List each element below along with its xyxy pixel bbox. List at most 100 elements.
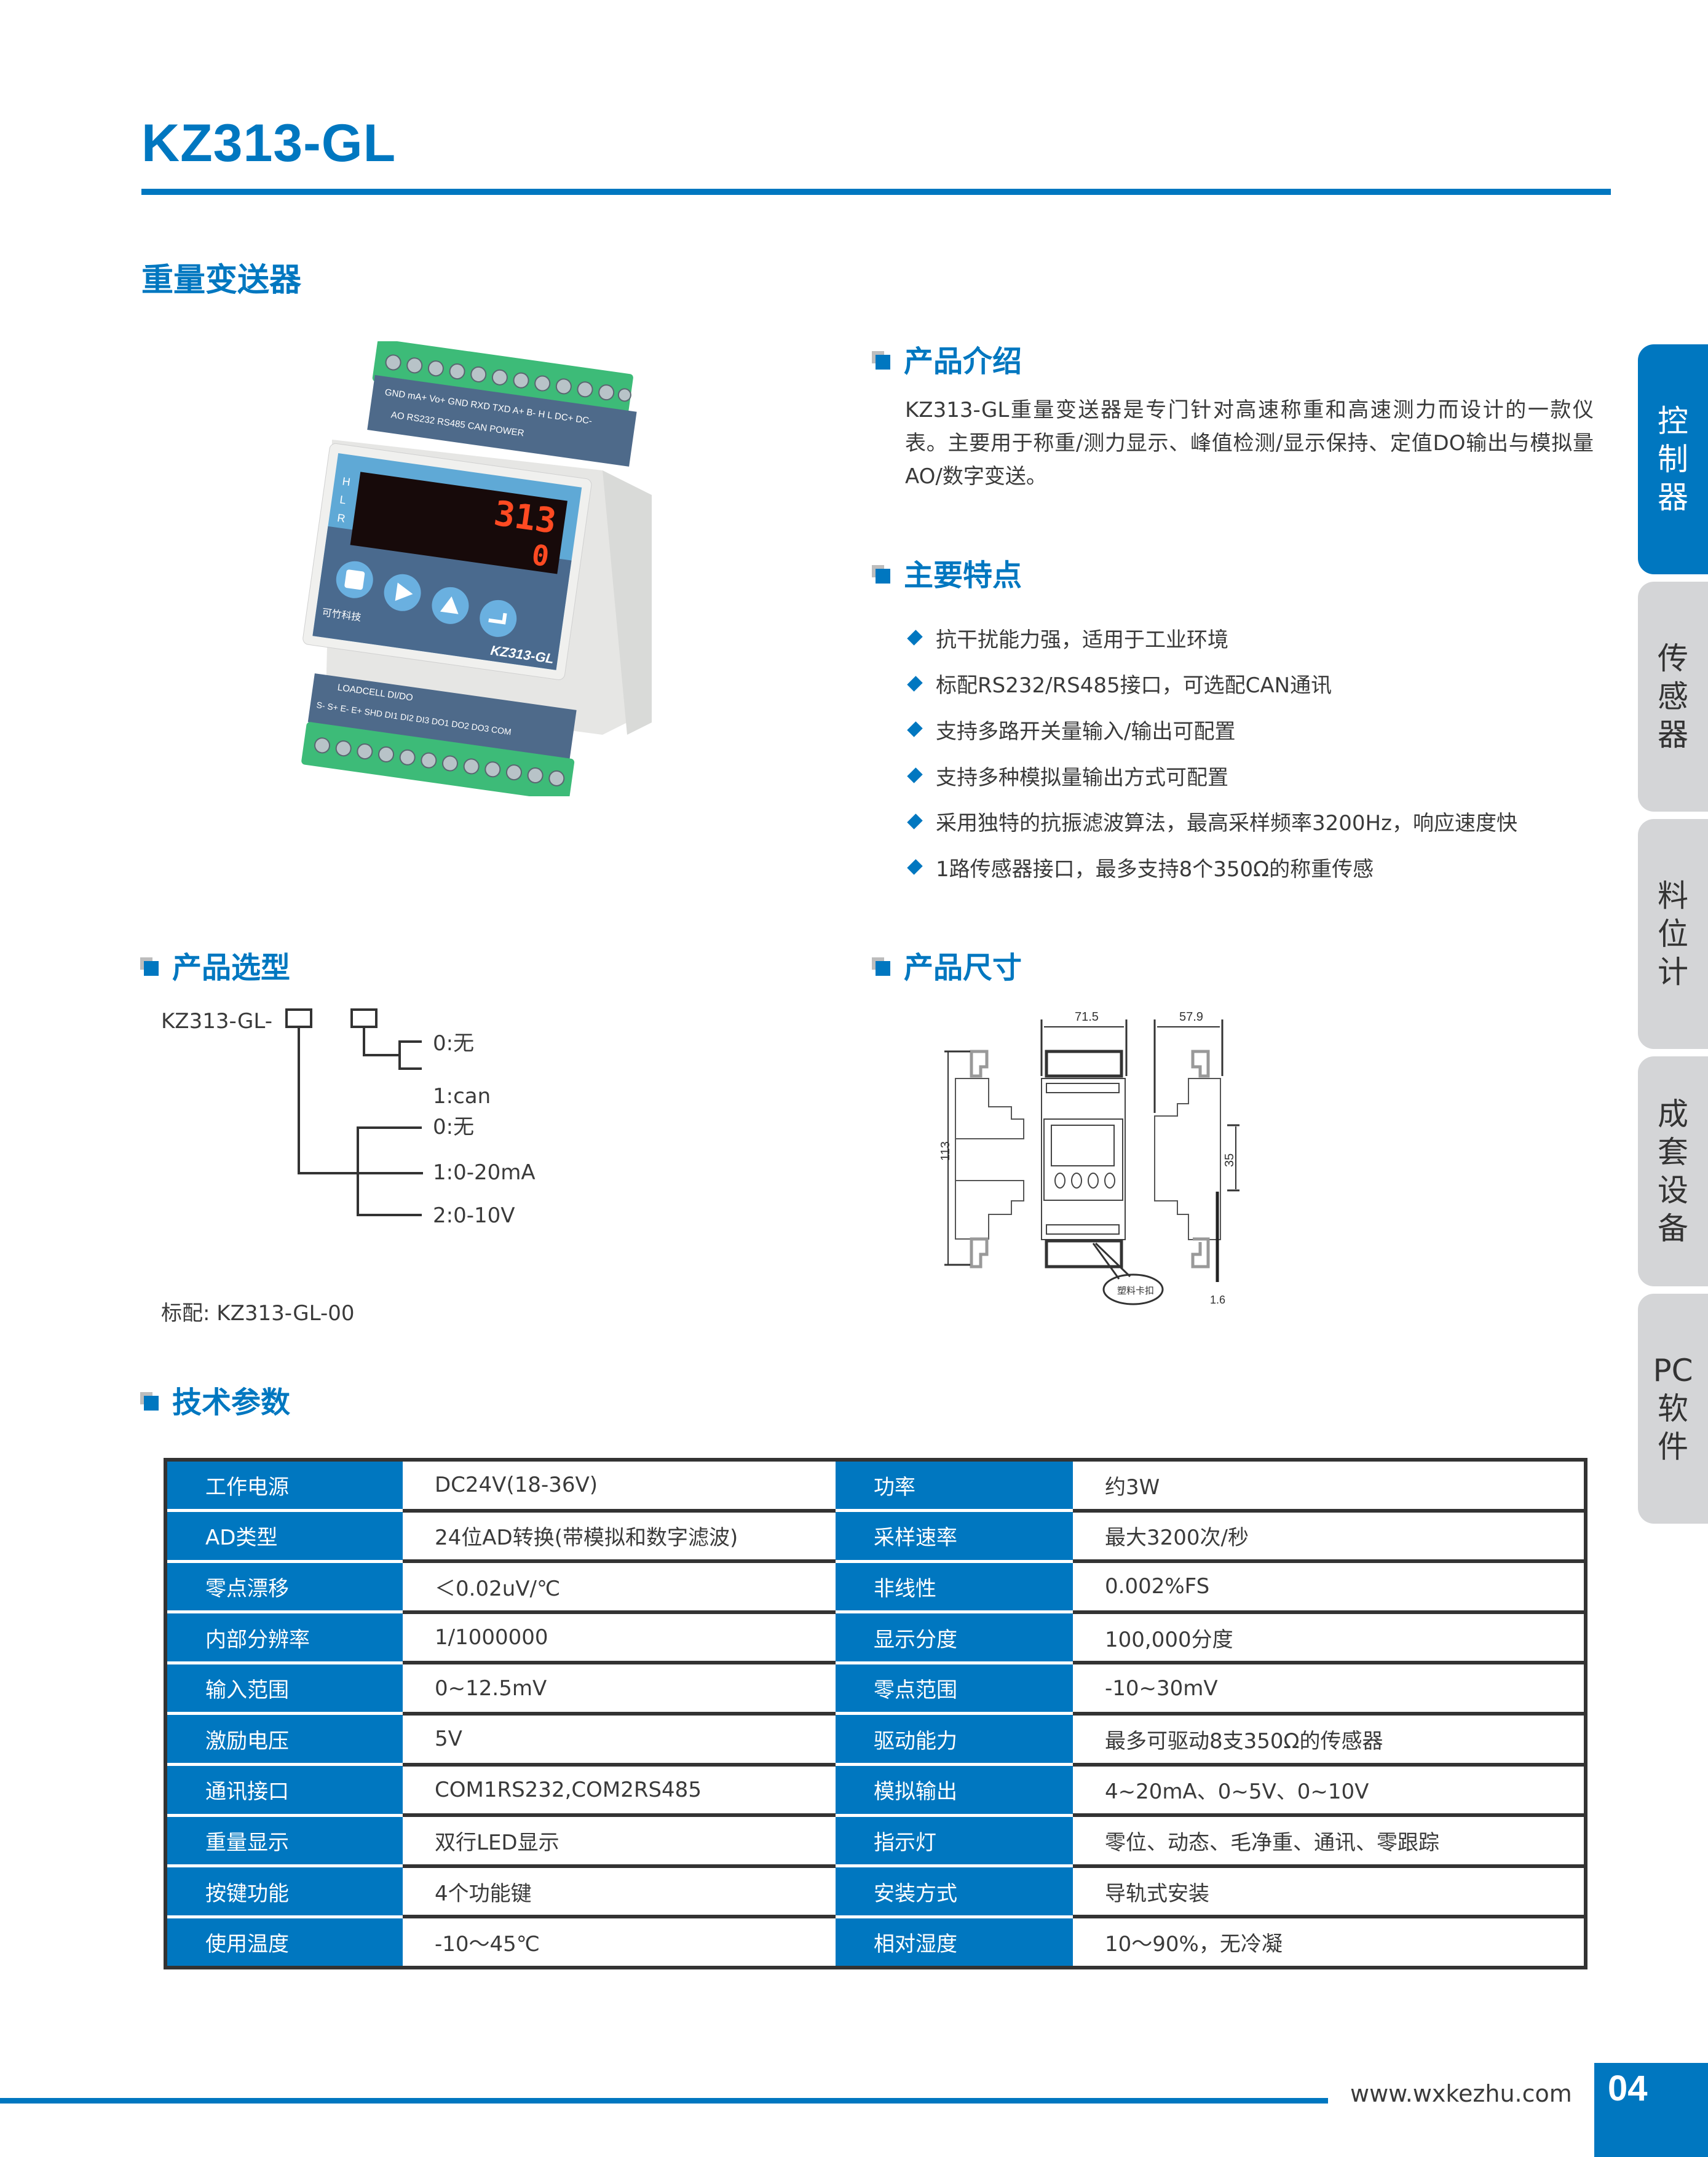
- feature-item: 标配RS232/RS485接口，可选配CAN通讯: [904, 661, 1517, 707]
- feature-item: 支持多种模拟量输出方式可配置: [904, 753, 1517, 799]
- header-rule: [141, 189, 1611, 195]
- tab-controller[interactable]: 控制器: [1638, 344, 1708, 574]
- spec-label: 模拟输出: [836, 1764, 1073, 1817]
- diamond-bullet-icon: [907, 767, 923, 783]
- tab-pc-software[interactable]: PC软件: [1638, 1294, 1708, 1524]
- feature-item: 支持多路开关量输入/输出可配置: [904, 706, 1517, 753]
- option1-value-1: 1:0-20mA: [433, 1160, 536, 1185]
- spec-label: 驱动能力: [836, 1713, 1073, 1767]
- feature-item: 采用独特的抗振滤波算法，最高采样频率3200Hz，响应速度快: [904, 798, 1517, 844]
- standard-config-value: KZ313-GL-00: [216, 1301, 355, 1326]
- standard-config-label: 标配:: [161, 1301, 210, 1326]
- page-number: 04: [1608, 2068, 1648, 2108]
- option1-value-0: 0:无: [433, 1115, 475, 1139]
- option1-box: [285, 1008, 312, 1028]
- rail-dim: 35: [1223, 1154, 1236, 1167]
- spec-value: 0~12.5mV: [403, 1663, 836, 1716]
- square-bullet-icon: [872, 351, 890, 370]
- spec-label: 采样速率: [836, 1510, 1073, 1563]
- spec-value: 零位、动态、毛净重、通讯、零跟踪: [1073, 1815, 1586, 1868]
- spec-value: 10～90%，无冷凝: [1073, 1917, 1586, 1968]
- features-heading: 主要特点: [872, 561, 1022, 590]
- website-link[interactable]: www.wxkezhu.com: [1350, 2080, 1572, 2107]
- feature-item: 1路传感器接口，最多支持8个350Ω的称重传感: [904, 844, 1517, 890]
- selection-diagram: KZ313-GL- 0:无 1:can 0:无 1:0-20mA 2:0-10V: [161, 996, 714, 1340]
- spec-label: AD类型: [165, 1510, 403, 1563]
- spec-value: -10～45℃: [403, 1917, 836, 1968]
- intro-paragraph: KZ313-GL重量变送器是专门针对高速称重和高速测力而设计的一款仪表。主要用于…: [905, 398, 1594, 489]
- model-title: KZ313-GL: [141, 114, 397, 173]
- spec-value: 1/1000000: [403, 1612, 836, 1665]
- spec-label: 通讯接口: [165, 1764, 403, 1817]
- square-bullet-icon: [872, 565, 890, 584]
- height-dim: 113: [939, 1141, 952, 1161]
- svg-text:H: H: [341, 475, 351, 489]
- svg-text:313: 313: [491, 494, 558, 542]
- tab-sensor[interactable]: 传感器: [1638, 582, 1708, 812]
- option1-value-2: 2:0-10V: [433, 1203, 515, 1228]
- features-list: 抗干扰能力强，适用于工业环境 标配RS232/RS485接口，可选配CAN通讯 …: [904, 615, 1517, 890]
- diamond-bullet-icon: [907, 813, 923, 829]
- spec-value: 4~20mA、0~5V、0~10V: [1073, 1764, 1586, 1818]
- spec-value: 5V: [403, 1713, 836, 1767]
- diamond-bullet-icon: [907, 676, 923, 692]
- spec-label: 安装方式: [836, 1866, 1073, 1918]
- selection-heading: 产品选型: [140, 951, 291, 985]
- square-bullet-icon: [872, 957, 890, 976]
- spec-value: 100,000分度: [1073, 1612, 1586, 1665]
- intro-heading: 产品介绍: [872, 347, 1022, 376]
- standard-config: 标配: KZ313-GL-00: [161, 1296, 355, 1326]
- specs-heading: 技术参数: [140, 1388, 290, 1417]
- square-bullet-icon: [140, 1392, 159, 1411]
- spec-label: 指示灯: [836, 1815, 1073, 1868]
- spec-value: 导轨式安装: [1073, 1866, 1586, 1919]
- spec-label: 内部分辨率: [165, 1612, 403, 1664]
- dimension-drawing: 113 71.5 塑料卡扣: [935, 996, 1426, 1340]
- spec-label: 功率: [836, 1460, 1073, 1513]
- product-subtitle: 重量变送器: [141, 262, 302, 299]
- spec-label: 非线性: [836, 1561, 1073, 1614]
- spec-label: 按键功能: [165, 1866, 403, 1918]
- clip-label: 塑料卡扣: [1117, 1286, 1154, 1296]
- option2-box: [350, 1008, 378, 1028]
- spec-label: 相对湿度: [836, 1917, 1073, 1968]
- spec-value: -10~30mV: [1073, 1663, 1586, 1716]
- dimensions-heading: 产品尺寸: [872, 951, 1022, 985]
- feature-item: 抗干扰能力强，适用于工业环境: [904, 615, 1517, 661]
- option2-value-1: 1:can: [433, 1084, 491, 1109]
- spec-label: 零点漂移: [165, 1561, 403, 1614]
- dimensions-heading-text: 产品尺寸: [904, 951, 1022, 985]
- spec-label: 激励电压: [165, 1713, 403, 1767]
- svg-text:L: L: [339, 493, 347, 506]
- spec-label: 显示分度: [836, 1612, 1073, 1664]
- square-bullet-icon: [140, 957, 159, 976]
- option2-value-0: 0:无: [433, 1031, 475, 1056]
- spec-value: 最大3200次/秒: [1073, 1510, 1586, 1564]
- rail-thickness-dim: 1.6: [1210, 1294, 1225, 1306]
- tab-level-meter[interactable]: 料位计: [1638, 819, 1708, 1049]
- page-number-box: [1594, 2063, 1708, 2157]
- selection-heading-text: 产品选型: [172, 951, 291, 985]
- width-dim: 71.5: [1075, 1010, 1099, 1024]
- depth-dim: 57.9: [1179, 1010, 1203, 1024]
- model-prefix: KZ313-GL-: [161, 1009, 272, 1034]
- spec-value: 双行LED显示: [403, 1815, 836, 1868]
- spec-value: 约3W: [1073, 1460, 1586, 1513]
- spec-value: 最多可驱动8支350Ω的传感器: [1073, 1713, 1586, 1767]
- tab-complete-equipment[interactable]: 成套设备: [1638, 1056, 1708, 1286]
- product-photo: GND mA+ Vo+ GND RXD TXD A+ B- H L DC+ DC…: [258, 339, 676, 802]
- spec-label: 工作电源: [165, 1460, 403, 1513]
- diamond-bullet-icon: [907, 859, 923, 875]
- spec-row: 重量显示双行LED显示指示灯零位、动态、毛净重、通讯、零跟踪: [165, 1815, 1586, 1868]
- spec-label: 零点范围: [836, 1663, 1073, 1716]
- footer-rule: [0, 2098, 1328, 2104]
- spec-label: 使用温度: [165, 1917, 403, 1968]
